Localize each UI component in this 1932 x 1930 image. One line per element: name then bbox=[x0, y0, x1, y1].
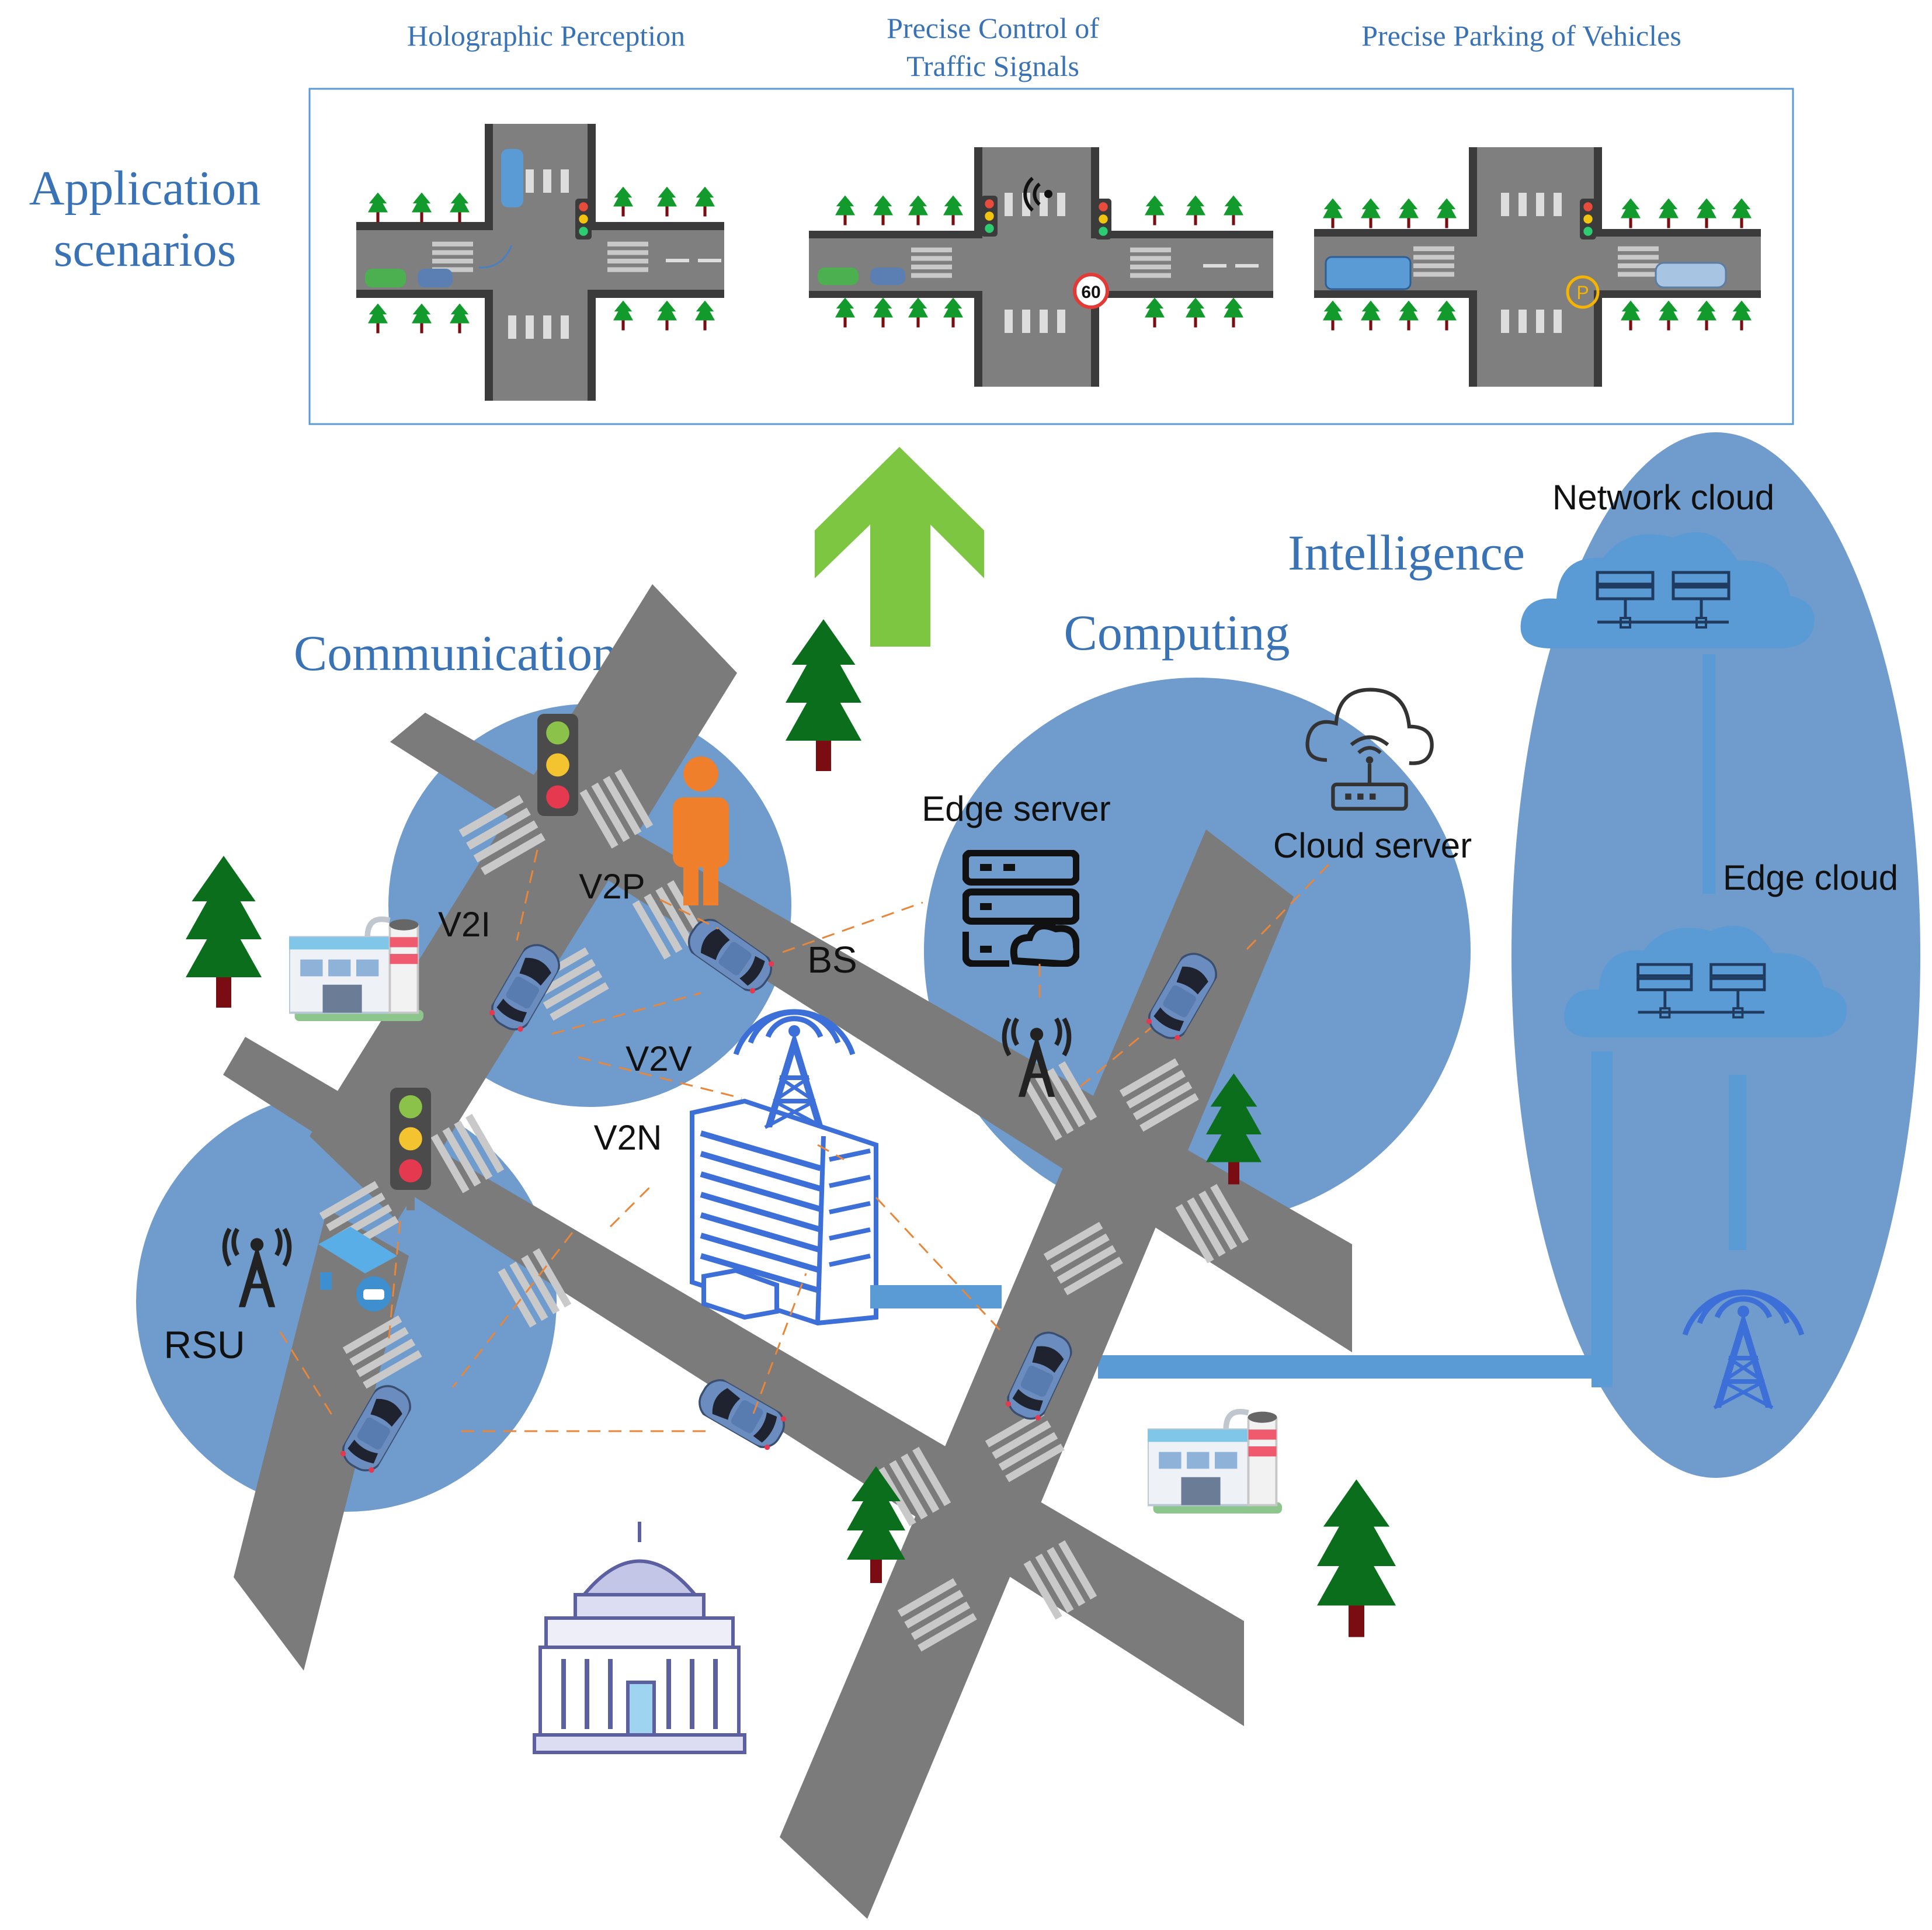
bs-label: BS bbox=[807, 939, 857, 981]
scenario-label-signals-line2: Traffic Signals bbox=[906, 50, 1079, 82]
scenarios-title-line1: Application bbox=[29, 161, 261, 216]
v2x-links bbox=[279, 849, 1330, 1432]
edge-cloud-link bbox=[1729, 1075, 1746, 1250]
edge-cloud-downlink bbox=[1592, 1051, 1613, 1387]
backhaul-link bbox=[1098, 1355, 1600, 1379]
parking-sign-icon bbox=[1566, 275, 1600, 309]
edge-server-label: Edge server bbox=[922, 789, 1111, 828]
communication-label: Communication bbox=[294, 625, 617, 681]
v2p-label: V2P bbox=[579, 867, 645, 906]
pedestrian-icon bbox=[673, 756, 729, 905]
upward-arrow bbox=[815, 447, 984, 647]
speed-limit-value: 60 bbox=[1081, 283, 1100, 302]
computing-label: Computing bbox=[1064, 605, 1290, 661]
factory-icon-right bbox=[1148, 1412, 1282, 1514]
capitol-building-icon bbox=[533, 1522, 746, 1754]
scenario-label-holographic: Holographic Perception bbox=[407, 19, 685, 52]
tree-icon bbox=[1317, 1479, 1396, 1637]
factory-icon-left bbox=[289, 919, 423, 1021]
scenarios-title-line2: scenarios bbox=[54, 223, 237, 277]
scenario-intersection-parking: P bbox=[1314, 147, 1761, 387]
parking-sign-label: P bbox=[1576, 282, 1589, 303]
road-diagonal-upper bbox=[310, 584, 737, 1221]
scenario-label-parking: Precise Parking of Vehicles bbox=[1361, 19, 1681, 52]
tree-icon bbox=[186, 856, 262, 1008]
v2v-label: V2V bbox=[626, 1039, 692, 1078]
tree-icon bbox=[786, 619, 861, 771]
cloud-server-label: Cloud server bbox=[1273, 826, 1472, 865]
network-cloud-label: Network cloud bbox=[1552, 478, 1774, 517]
intelligence-label: Intelligence bbox=[1288, 525, 1525, 581]
scenario-intersection-signals: 60 bbox=[809, 147, 1273, 387]
office-building-icon bbox=[690, 1098, 878, 1326]
bs-server-link bbox=[870, 1285, 1002, 1308]
road-diagonal-left bbox=[234, 1209, 409, 1671]
v2i-label: V2I bbox=[438, 905, 491, 944]
scenario-label-signals-line1: Precise Control of bbox=[887, 12, 1099, 44]
v2n-label: V2N bbox=[594, 1118, 662, 1157]
camera-icon bbox=[318, 1227, 397, 1311]
edge-cloud-label: Edge cloud bbox=[1723, 858, 1898, 897]
wireless-signal-icon bbox=[1023, 176, 1052, 212]
rsu-label: RSU bbox=[164, 1323, 245, 1366]
scenario-intersection-holographic bbox=[356, 124, 724, 401]
cloud-link-vertical bbox=[1702, 654, 1715, 894]
speed-limit-sign bbox=[1073, 273, 1109, 309]
